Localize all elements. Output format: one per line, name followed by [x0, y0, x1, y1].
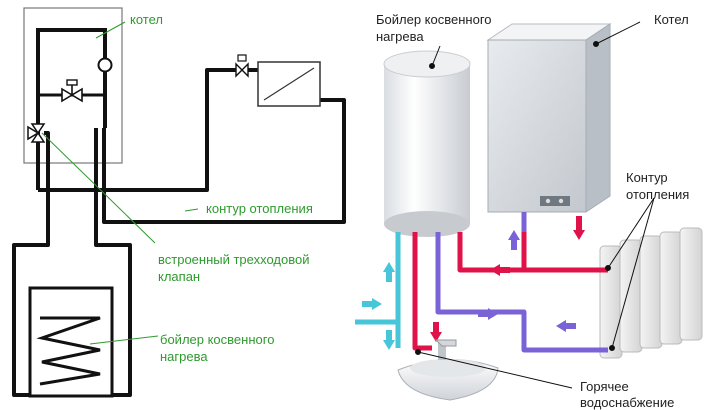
label-tank-right-line1: Бойлер косвенного [376, 12, 492, 27]
flow-arrows [362, 216, 585, 350]
left-heating-circuit-pipes [38, 68, 346, 224]
pump-icon [97, 57, 113, 73]
label-heating-circuit-left: контур отопления [206, 201, 313, 216]
label-three-way-valve-line1: встроенный трехходовой [158, 252, 309, 267]
right-tank [383, 50, 471, 237]
label-tank-right-line2: нагрева [376, 29, 424, 44]
label-hot-water-line1: Горячее [580, 379, 629, 394]
label-boiler-right: Котел [654, 12, 689, 27]
label-tank-left-line2: нагрева [160, 349, 208, 364]
right-illustration: Бойлер косвенного нагрева Котел Контур о… [355, 12, 703, 410]
label-hot-water-line2: водоснабжение [580, 395, 674, 410]
label-three-way-valve-line2: клапан [158, 269, 200, 284]
left-schematic: котел контур отопления встроенный треххо… [12, 7, 346, 398]
right-radiator [599, 227, 703, 359]
left-leader-lines [41, 21, 199, 345]
label-tank-left-line1: бойлер косвенного [160, 332, 274, 347]
label-boiler-left: котел [130, 12, 163, 27]
radiator-valve-icon [235, 54, 249, 78]
tank-coil [36, 316, 101, 386]
check-valve-icon [61, 79, 83, 103]
label-circuit-right-line2: отопления [626, 187, 689, 202]
right-pipes [355, 212, 608, 353]
three-way-valve-icon [27, 123, 46, 143]
left-tank-pipes [12, 128, 132, 397]
right-leader-lines [415, 21, 655, 389]
right-boiler [486, 23, 612, 213]
label-circuit-right-line1: Контур [626, 170, 668, 185]
